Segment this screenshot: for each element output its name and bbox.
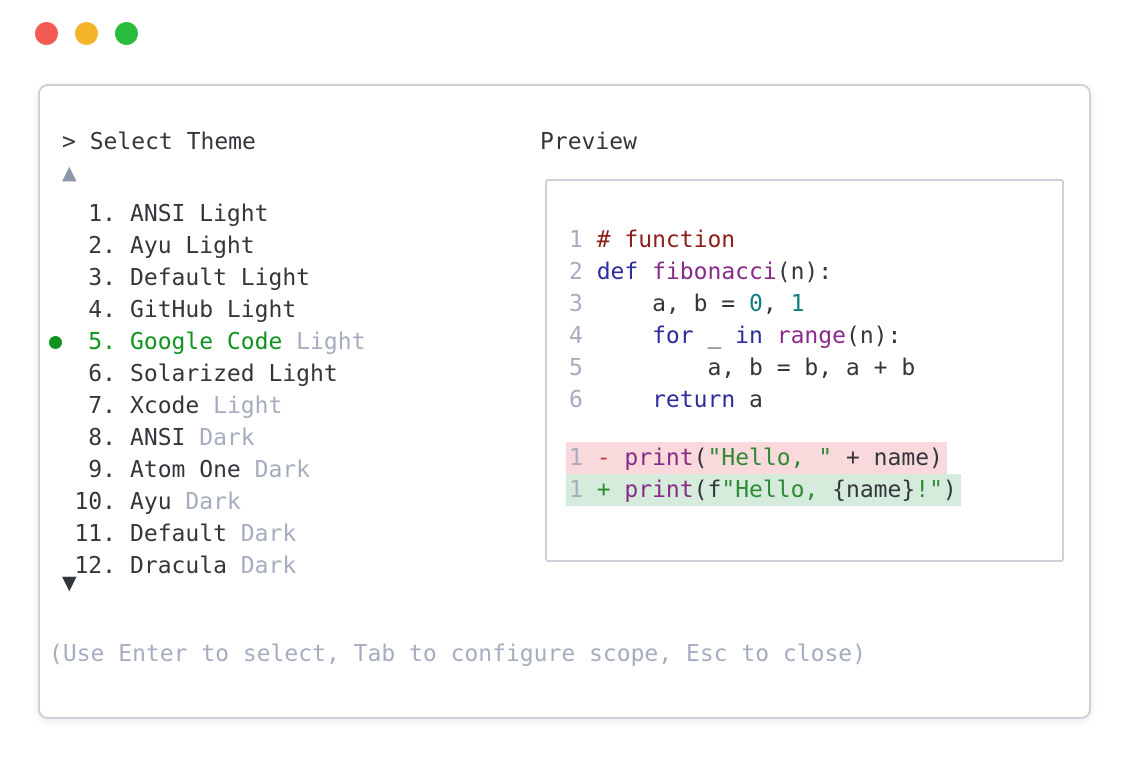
maximize-button[interactable] [115, 22, 138, 45]
code-line: 4 for _ in range(n): [566, 320, 961, 352]
theme-variant: Dark [171, 489, 241, 515]
line-number: 1 [569, 445, 583, 471]
theme-picker-dialog: > Select Theme Preview ▲ 1. ANSI Light 2. A… [38, 84, 1091, 719]
theme-number: 9. [88, 457, 116, 483]
theme-list-item[interactable]: 9. Atom One Dark [40, 454, 510, 486]
theme-list-item[interactable]: 6. Solarized Light [40, 358, 510, 390]
theme-number: 3. [88, 265, 116, 291]
theme-variant: Dark [240, 457, 311, 483]
theme-number: 4. [88, 297, 116, 323]
theme-number: 6. [88, 361, 116, 387]
theme-variant: Light [199, 393, 283, 419]
diff-line-added: 1+ print(f"Hello, {name}!") [566, 474, 961, 506]
theme-number: 5. [88, 329, 116, 355]
theme-name: GitHub Light [130, 297, 297, 323]
theme-name: Google Code [130, 329, 283, 355]
theme-name: ANSI Light [130, 201, 269, 227]
theme-list: 1. ANSI Light 2. Ayu Light 3. Default Light 4.… [40, 198, 510, 582]
theme-list-item[interactable]: 3. Default Light [40, 262, 510, 294]
theme-list-item[interactable]: 8. ANSI Dark [40, 422, 510, 454]
line-number: 3 [569, 291, 583, 317]
line-number: 5 [569, 355, 583, 381]
selected-bullet-icon [49, 336, 62, 349]
theme-name: Ayu [130, 489, 172, 515]
theme-list-item[interactable]: 7. Xcode Light [40, 390, 510, 422]
diff-line-removed: 1- print("Hello, " + name) [566, 442, 961, 474]
theme-variant: Light [282, 329, 366, 355]
theme-number: 2. [88, 233, 116, 259]
theme-name: Atom One [130, 457, 241, 483]
theme-list-item[interactable]: 2. Ayu Light [40, 230, 510, 262]
line-number: 4 [569, 323, 583, 349]
code-line: 6 return a [566, 384, 961, 416]
theme-variant: Dark [226, 521, 297, 547]
theme-name: Ayu Light [130, 233, 255, 259]
theme-list-item[interactable]: 4. GitHub Light [40, 294, 510, 326]
code-line: 1# function [566, 224, 961, 256]
theme-name: Solarized Light [130, 361, 338, 387]
theme-list-item[interactable]: 11. Default Dark [40, 518, 510, 550]
theme-list-item[interactable]: 12. Dracula Dark [40, 550, 510, 582]
theme-variant: Dark [226, 553, 297, 579]
theme-name: Xcode [130, 393, 200, 419]
theme-list-item[interactable]: 5. Google Code Light [40, 326, 510, 358]
theme-number: 1. [88, 201, 116, 227]
code-line: 3 a, b = 0, 1 [566, 288, 961, 320]
line-number: 6 [569, 387, 583, 413]
line-number: 2 [569, 259, 583, 285]
theme-number: 10. [74, 489, 116, 515]
theme-list-item[interactable]: 1. ANSI Light [40, 198, 510, 230]
theme-number: 7. [88, 393, 116, 419]
help-text: (Use Enter to select, Tab to configure s… [49, 641, 866, 667]
theme-name: Default [130, 521, 227, 547]
theme-name: ANSI [130, 425, 186, 451]
scroll-down-icon[interactable]: ▼ [62, 572, 77, 594]
window-controls [35, 22, 138, 45]
theme-name: Dracula [130, 553, 227, 579]
theme-number: 12. [74, 553, 116, 579]
theme-variant: Dark [185, 425, 255, 451]
code-line: 5 a, b = b, a + b [566, 352, 961, 384]
preview-title: Preview [540, 129, 637, 155]
theme-list-item[interactable]: 10. Ayu Dark [40, 486, 510, 518]
minimize-button[interactable] [75, 22, 98, 45]
scroll-up-icon[interactable]: ▲ [62, 162, 77, 184]
picker-prompt: > Select Theme [62, 129, 256, 155]
theme-number: 8. [88, 425, 116, 451]
theme-name: Default Light [130, 265, 311, 291]
theme-number: 11. [74, 521, 116, 547]
close-button[interactable] [35, 22, 58, 45]
line-number: 1 [569, 477, 583, 503]
line-number: 1 [569, 227, 583, 253]
